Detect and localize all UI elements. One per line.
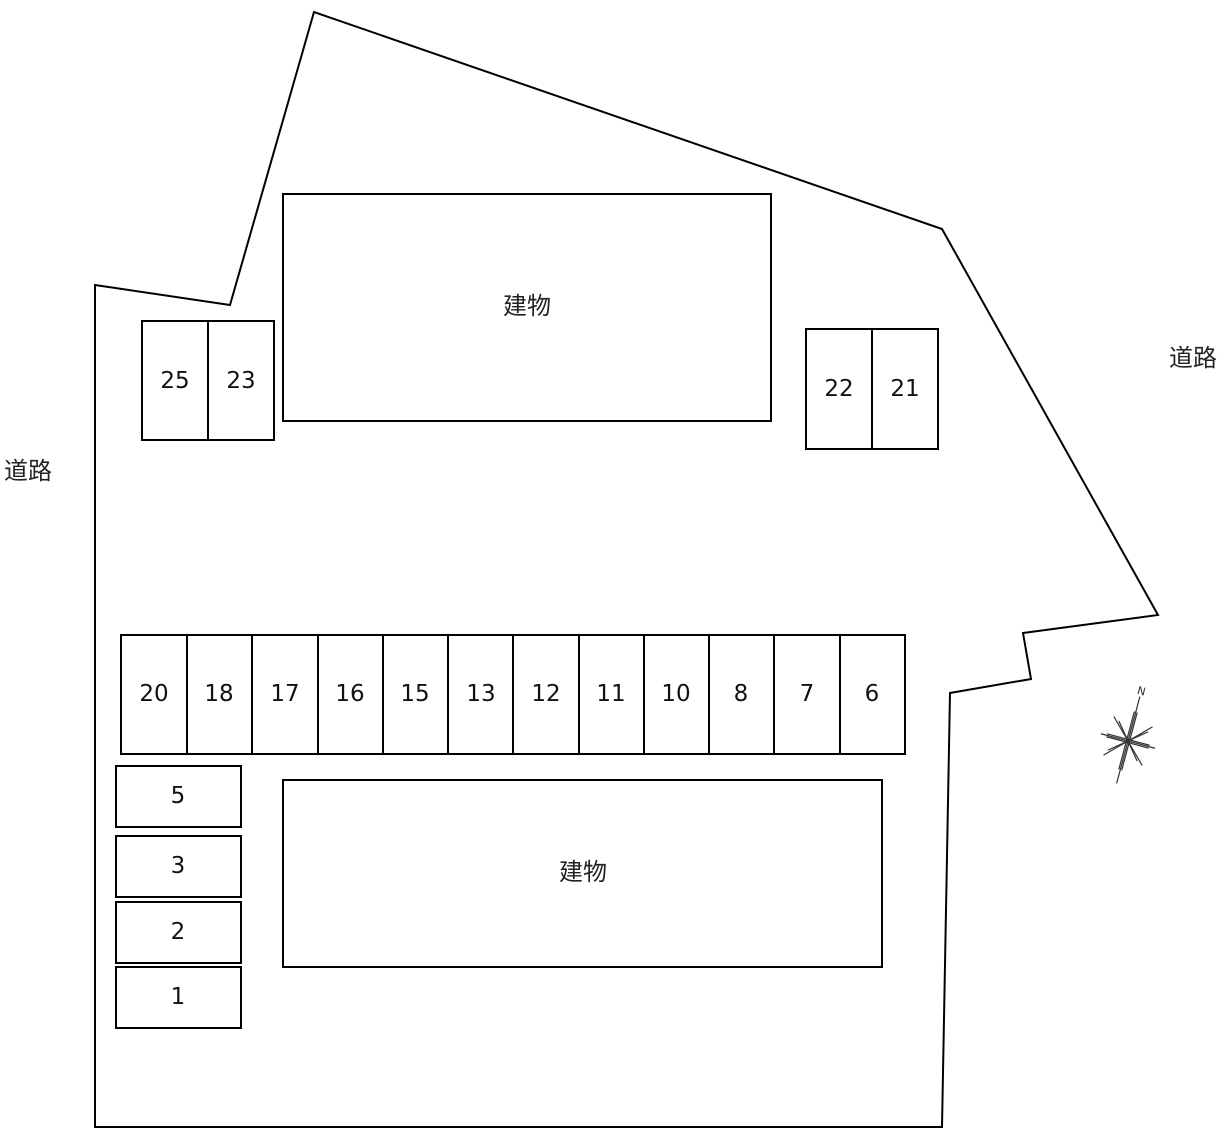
parking-space-20: 20 (120, 634, 188, 755)
parking-space-8: 8 (708, 634, 775, 755)
compass-rose-icon: N (1100, 684, 1156, 784)
parking-space-number: 15 (400, 681, 429, 707)
parking-space-1: 1 (115, 966, 242, 1029)
property-boundary (94, 10, 1160, 1128)
parking-space-number: 20 (139, 681, 168, 707)
building-top: 建物 (282, 193, 772, 422)
parking-space-3: 3 (115, 835, 242, 898)
parking-group-top-right: 22 21 (805, 328, 939, 450)
parking-space-number: 12 (531, 681, 560, 707)
parking-space-10: 10 (643, 634, 710, 755)
parking-space-2: 2 (115, 901, 242, 964)
parking-space-16: 16 (317, 634, 384, 755)
parking-space-number: 5 (171, 783, 186, 809)
parking-space-number: 11 (596, 681, 625, 707)
parking-space-17: 17 (251, 634, 319, 755)
parking-space-13: 13 (447, 634, 514, 755)
parking-space-number: 17 (270, 681, 299, 707)
parking-space-21: 21 (871, 328, 939, 450)
parking-space-number: 2 (171, 919, 186, 945)
parking-space-22: 22 (805, 328, 873, 450)
parking-space-number: 3 (171, 853, 186, 879)
parking-space-23: 23 (207, 320, 275, 441)
parking-space-18: 18 (186, 634, 253, 755)
parking-group-top-left: 25 23 (141, 320, 275, 441)
parking-space-7: 7 (773, 634, 841, 755)
parking-space-5: 5 (115, 765, 242, 828)
parking-space-number: 18 (204, 681, 233, 707)
parking-space-number: 16 (335, 681, 364, 707)
parking-space-number: 23 (226, 368, 255, 394)
parking-space-number: 6 (865, 681, 880, 707)
parking-space-number: 21 (890, 376, 919, 402)
road-label-left: 道路 (4, 457, 52, 485)
building-bottom-label: 建物 (559, 858, 607, 886)
parking-space-number: 22 (824, 376, 853, 402)
parking-space-12: 12 (512, 634, 580, 755)
parking-space-number: 8 (734, 681, 749, 707)
parking-space-15: 15 (382, 634, 449, 755)
parking-space-11: 11 (578, 634, 645, 755)
parking-space-number: 10 (661, 681, 690, 707)
parking-space-25: 25 (141, 320, 209, 441)
parking-space-number: 13 (466, 681, 495, 707)
road-label-right: 道路 (1169, 344, 1217, 372)
parking-column-left: 5 3 2 1 (115, 765, 242, 1029)
compass-north-mark: N (1136, 684, 1147, 699)
parking-space-number: 7 (800, 681, 815, 707)
building-top-label: 建物 (503, 292, 551, 320)
parking-space-number: 25 (160, 368, 189, 394)
parking-space-6: 6 (839, 634, 906, 755)
parking-row-middle: 20 18 17 16 15 13 12 11 (120, 634, 906, 755)
building-bottom: 建物 (282, 779, 883, 968)
parking-space-number: 1 (171, 984, 186, 1010)
